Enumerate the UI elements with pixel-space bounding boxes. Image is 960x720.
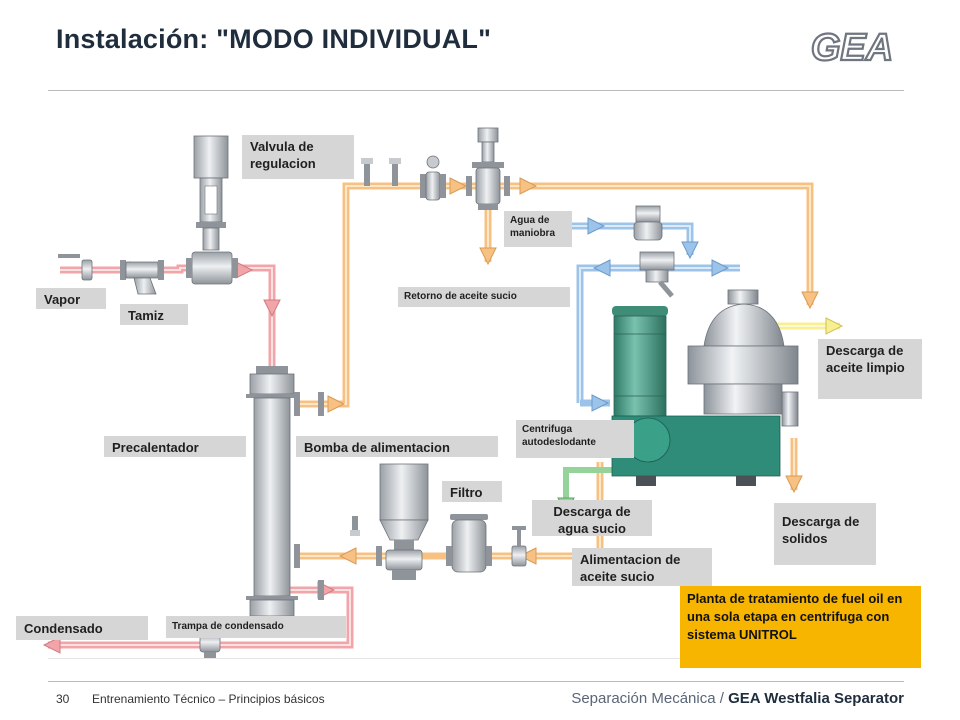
arrow-clean-oil (825, 317, 844, 335)
description-note: Planta de tratamiento de fuel oil en una… (680, 586, 921, 668)
sensor-1 (361, 158, 373, 186)
label-condensado: Condensado (16, 616, 148, 640)
steam-inlet-valve (58, 254, 93, 281)
centrifuge-bowl (687, 289, 799, 427)
arrow-oil-7 (518, 547, 537, 565)
label-bomba: Bomba de alimentacion (296, 436, 498, 457)
footer-company: Separación Mecánica / GEA Westfalia Sepa… (571, 690, 904, 707)
arrow-water-1 (587, 217, 606, 235)
label-valvula-regulacion: Valvula de regulacion (242, 135, 354, 179)
pump-gauge (350, 516, 360, 536)
arrow-cond-2 (42, 636, 61, 654)
gea-logo: GEA (810, 26, 895, 68)
page-number: 30 (56, 692, 70, 706)
label-descarga-agua: Descarga de agua sucio (532, 500, 652, 536)
footer-divider (48, 681, 904, 682)
water-valve-block (633, 205, 675, 298)
arrow-oil-1 (327, 395, 346, 413)
arrow-water-5 (591, 394, 610, 412)
flow-meter (420, 155, 446, 201)
filter-unit (446, 514, 492, 573)
label-descarga-aceite: Descarga de aceite limpio (818, 339, 922, 399)
centrifuge-motor (612, 306, 668, 417)
arrow-water-3 (592, 259, 611, 277)
flow-arrows (42, 177, 844, 654)
arrow-oil-3 (519, 177, 538, 195)
title-divider (48, 90, 904, 91)
arrow-steam-3 (263, 299, 281, 318)
arrow-water-4 (711, 259, 730, 277)
arrow-steam-2 (235, 261, 254, 279)
sludge-water-line (563, 467, 620, 505)
label-tamiz: Tamiz (120, 304, 188, 325)
label-vapor: Vapor (36, 288, 106, 309)
footer-course: Entrenamiento Técnico – Principios básic… (92, 692, 325, 706)
control-valve (186, 135, 238, 285)
arrow-oil-8 (785, 475, 803, 494)
label-retorno: Retorno de aceite sucio (398, 287, 570, 307)
centrifuge-frame (611, 415, 781, 486)
feed-pump (376, 463, 429, 580)
label-centrifuga: Centrifuga autodeslodante (516, 420, 634, 458)
three-way-valve (466, 127, 510, 210)
page-title: Instalación: "MODO INDIVIDUAL" (56, 24, 492, 54)
footer-company-name: GEA Westfalia Separator (728, 690, 904, 707)
label-descarga-solidos: Descarga de solidos (774, 503, 876, 565)
label-filtro: Filtro (442, 481, 502, 502)
label-alimentacion: Alimentacion de aceite sucio (572, 548, 712, 586)
arrow-oil-6 (338, 547, 357, 565)
arrow-oil-4 (801, 291, 819, 310)
label-trampa: Trampa de condensado (166, 616, 346, 638)
label-agua-maniobra: Agua de maniobra (504, 211, 572, 247)
arrow-water-2 (681, 241, 699, 260)
footer-dept: Separación Mecánica (571, 690, 716, 707)
feed-valve (511, 526, 527, 567)
strainer-tamiz (120, 260, 164, 295)
svg-text:GEA: GEA (811, 27, 893, 68)
preheater-vessel (246, 366, 324, 617)
arrow-oil-2 (449, 177, 468, 195)
sensor-2 (389, 158, 401, 186)
arrow-oil-5 (479, 247, 497, 266)
condensate-trap (199, 633, 221, 658)
label-precalentador: Precalentador (104, 436, 246, 457)
